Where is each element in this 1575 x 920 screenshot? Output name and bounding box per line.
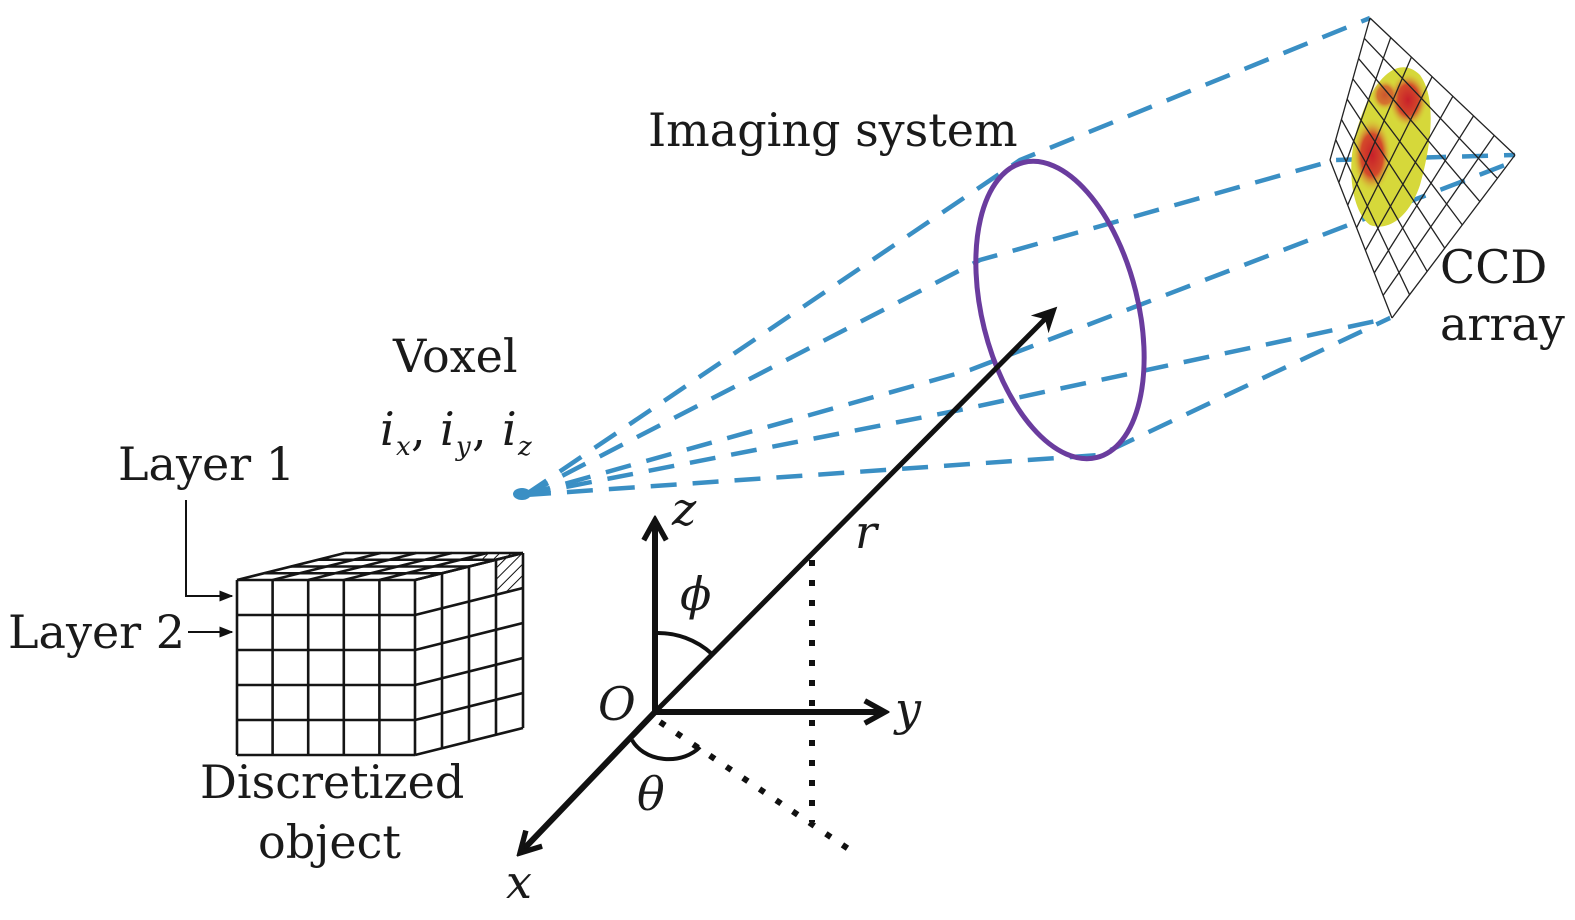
r-label: r: [855, 505, 880, 559]
theta-label: θ: [637, 767, 665, 821]
ccd-grid-line: [1329, 17, 1371, 161]
highlighted-voxel-top: [460, 553, 523, 560]
imaging-system-label: Imaging system: [648, 103, 1018, 157]
ccd-heatmap: [1351, 67, 1431, 227]
origin-label: O: [598, 677, 636, 731]
ccd-array: [1329, 17, 1516, 319]
imaging-system-lens: [973, 158, 1147, 462]
svg-text:,: ,: [411, 402, 426, 456]
svg-text:x: x: [396, 432, 411, 462]
object-label-line1: Discretized: [200, 755, 464, 809]
x-axis-label: x: [506, 855, 532, 909]
ccd-grid-line: [1352, 78, 1463, 226]
ccd-grid: [1329, 17, 1516, 319]
x-axis: [520, 709, 658, 853]
ccd-grid-line: [1358, 58, 1481, 202]
voxel-index-label: i x , i y , i z: [380, 402, 532, 462]
ray-bottom: [524, 315, 1391, 498]
voxel-label: Voxel: [392, 329, 518, 383]
ccd-grid-line: [1335, 139, 1411, 295]
ray-lower: [524, 315, 1391, 498]
ray-middle: [524, 162, 1506, 498]
layer1-arrow: [185, 500, 234, 602]
ccd-grid-line: [1363, 37, 1498, 179]
ccd-grid-line: [1340, 119, 1428, 272]
y-axis-label: y: [893, 682, 922, 736]
ccd-grid-line: [1391, 154, 1516, 319]
phi-label: ϕ: [680, 567, 711, 621]
ccd-grid-line: [1338, 37, 1392, 183]
svg-text:,: ,: [472, 402, 487, 456]
discretized-object-cube: [235, 551, 525, 757]
svg-text:i: i: [502, 402, 517, 456]
svg-text:i: i: [440, 402, 455, 456]
phi-arc: [654, 630, 714, 656]
ccd-grid-line: [1355, 76, 1433, 229]
highlighted-voxel-side: [496, 553, 523, 595]
ccd-label: CCD: [1440, 240, 1547, 294]
ray-top: [523, 15, 1371, 497]
layer2-label: Layer 2: [8, 605, 185, 659]
svg-text:y: y: [455, 432, 471, 462]
z-axis-label: z: [671, 482, 697, 536]
object-label-line2: object: [258, 815, 401, 869]
projection-ground: [658, 719, 852, 853]
projection-rays: [523, 15, 1516, 498]
ccd-grid-line: [1382, 135, 1495, 296]
ccd-grid-line: [1346, 98, 1446, 249]
r-vector: [653, 306, 1058, 714]
ccd-grid-line: [1369, 17, 1516, 156]
ccd-grid-line: [1364, 95, 1454, 251]
array-label: array: [1440, 297, 1565, 351]
ccd-grid-line: [1329, 159, 1393, 319]
voxel-source-point: [513, 488, 531, 500]
svg-text:i: i: [380, 402, 395, 456]
coordinate-system: [520, 306, 1058, 853]
ccd-grid-line: [1347, 56, 1413, 206]
layer1-label: Layer 1: [118, 437, 295, 491]
svg-text:z: z: [517, 432, 532, 462]
ccd-grid-line: [1373, 115, 1475, 274]
theta-arc: [630, 738, 702, 762]
